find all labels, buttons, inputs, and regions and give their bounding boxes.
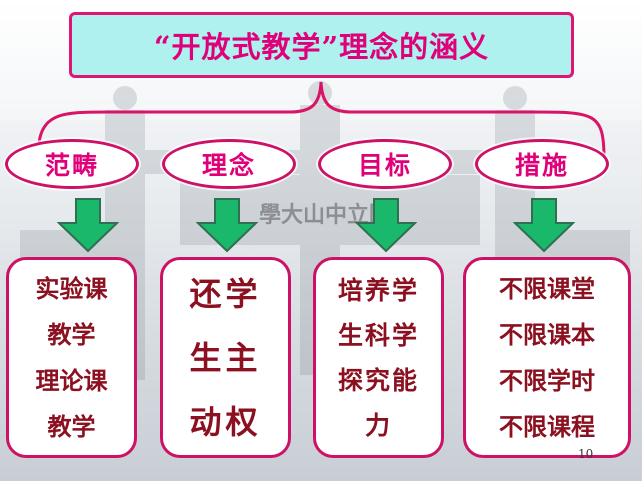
content-line: 不限课程: [499, 411, 595, 441]
content-line: 力: [364, 410, 392, 440]
content-line: 不限课本: [499, 319, 595, 349]
category-label: 范畴: [44, 151, 99, 180]
page-number: 10: [578, 447, 594, 461]
measures-content-box: 不限课堂 不限课本 不限学时 不限课程: [463, 257, 631, 458]
concept-content-box: 还学 生主 动权: [160, 257, 291, 458]
slide-title: “开放式教学”理念的涵义: [153, 30, 490, 64]
content-line: 不限学时: [499, 365, 595, 395]
down-arrow-icon: [513, 198, 575, 253]
content-line: 探究能: [337, 365, 419, 395]
category-label: 措施: [514, 151, 569, 180]
down-arrow-icon: [57, 198, 119, 253]
content-line: 生科学: [337, 320, 419, 350]
content-line: 实验课: [35, 273, 108, 303]
content-line: 培养学: [337, 275, 419, 305]
content-line: 教学: [47, 411, 96, 441]
down-arrow-icon: [196, 198, 258, 253]
content-line: 理论课: [35, 365, 108, 395]
content-line: 教学: [47, 319, 96, 349]
category-measures: 措施: [475, 139, 609, 189]
goal-content-box: 培养学 生科学 探究能 力: [313, 257, 444, 458]
scope-content-box: 实验课 教学 理论课 教学: [6, 257, 137, 458]
content-line: 生主: [189, 338, 262, 377]
category-label: 理念: [201, 151, 256, 180]
category-label: 目标: [357, 151, 412, 180]
category-scope: 范畴: [5, 139, 139, 189]
category-goal: 目标: [318, 139, 452, 189]
title-box: “开放式教学”理念的涵义: [69, 12, 574, 78]
category-concept: 理念: [162, 139, 296, 189]
content-line: 还学: [189, 274, 262, 313]
down-arrow-icon: [355, 198, 417, 253]
content-line: 不限课堂: [499, 273, 595, 303]
content-line: 动权: [189, 402, 262, 441]
